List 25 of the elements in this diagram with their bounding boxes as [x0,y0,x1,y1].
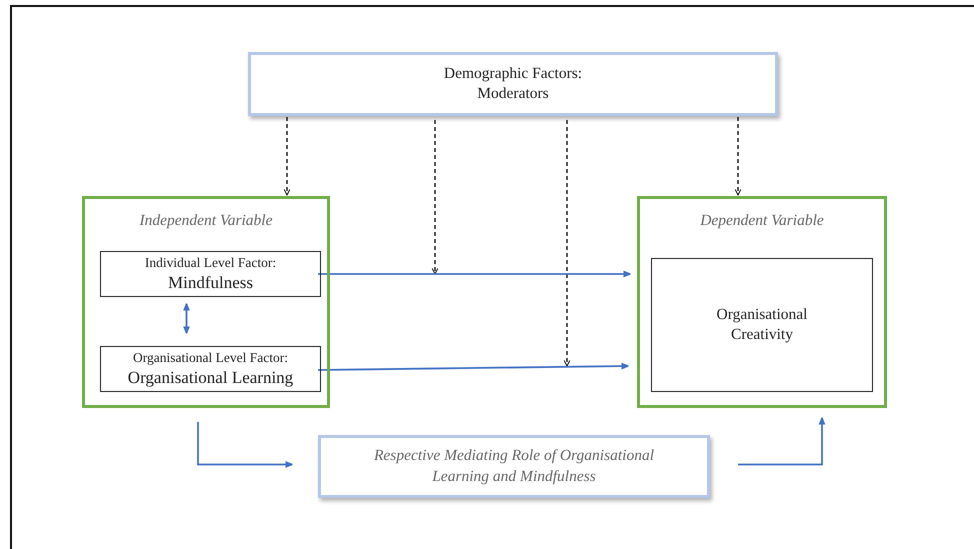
box-heading: Respective Mediating Role of Organisational Learning and Mindfulness [372,446,656,486]
factor-box [651,258,873,392]
arrow [197,422,294,468]
box-label: Demographic Factors: Moderators [442,64,584,104]
arrow [318,362,630,371]
dashed-arrow [564,120,570,366]
arrow [318,270,632,278]
group-box [637,196,887,408]
box-title: Mindfulness [168,272,253,294]
box-label: Organisational Creativity [716,304,808,345]
dashed-arrow [284,117,290,196]
factor-box [100,251,321,297]
box-heading: Individual Level Factor: [144,254,276,272]
box-title: Organisational Learning [128,366,294,389]
dashed-arrow [734,117,742,196]
label-box [248,52,778,116]
box-heading: Independent Variable [139,211,272,231]
label-box [318,435,710,498]
box-heading: Dependent Variable [700,211,824,231]
arrow [183,302,190,334]
arrow [738,416,826,466]
group-box [82,196,330,408]
factor-box [100,346,321,392]
dashed-arrow [432,120,438,274]
box-heading: Organisational Level Factor: [133,349,288,367]
